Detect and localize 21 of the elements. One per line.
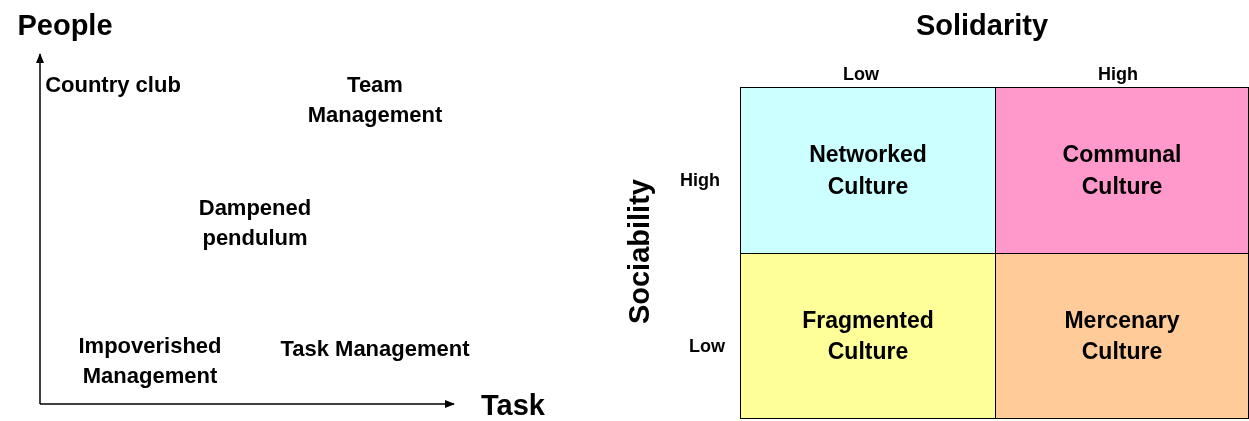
quadrant-label: Team Management [306,71,444,129]
axis-tick-label: High [679,169,721,192]
axis-title: Solidarity [914,8,1050,43]
axis-tick-label: Low [688,335,726,358]
quadrant-cell [740,253,996,419]
quadrant-label: Country club [44,71,182,99]
axis-title: People [16,8,114,43]
quadrant-label: Mercenary Culture [1063,305,1181,366]
quadrant-cell [740,87,996,254]
quadrant-label: Impoverished Management [77,332,223,390]
axis-tick-label: High [1097,63,1139,86]
quadrant-label: Task Management [280,335,470,363]
quadrant-cell [995,87,1249,254]
axis-title: Sociability [622,178,657,327]
axis-tick-label: Low [842,63,880,86]
axis-title: Task [480,388,546,421]
quadrant-label: Networked Culture [808,140,928,201]
quadrant-label: Communal Culture [1061,140,1183,201]
quadrant-label: Dampened pendulum [197,194,313,252]
quadrant-cell [995,253,1249,419]
quadrant-label: Fragmented Culture [801,305,935,366]
